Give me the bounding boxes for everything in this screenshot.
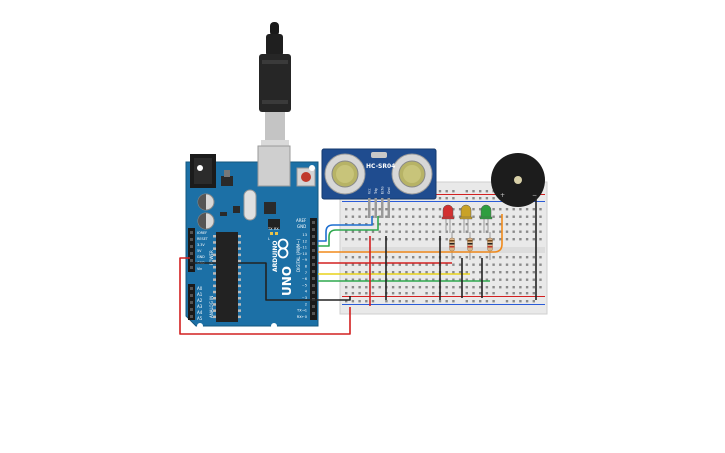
resistor-2[interactable] [467, 232, 473, 260]
power-pin-label: IOREF [197, 231, 207, 235]
power-pin-label: GND [197, 255, 205, 259]
arduino-uno-board[interactable]: TX RX L ARDUINO UNO DIGITAL (PWM~) POWER… [185, 145, 319, 329]
analog-pin-label: A2 [197, 298, 203, 303]
wire-trig-blue[interactable] [318, 216, 373, 242]
resistor-1[interactable] [449, 232, 455, 260]
digital-pin-label: RX←0 [297, 315, 308, 319]
sensor-pin-echo [381, 198, 384, 218]
atmega-chip [216, 232, 238, 322]
rx-label: RX [274, 227, 279, 231]
reset-button-cap[interactable] [301, 172, 311, 182]
sensor-pin-gnd [387, 198, 390, 218]
breadboard-center-channel [342, 247, 545, 253]
power-section-label: POWER [209, 250, 214, 265]
digital-pin-label: ~5 [302, 283, 307, 287]
digital-pin-label: ~11 [299, 246, 307, 250]
buzzer-minus-label: − [532, 192, 537, 199]
power-pin-label: 5V [197, 249, 202, 253]
digital-pin-label: 2 [305, 302, 307, 306]
wire-echo-green[interactable] [318, 216, 379, 247]
analog-pin-label: A1 [197, 292, 203, 297]
usb-cable-tip [270, 22, 279, 36]
buzzer-plus-label: + [500, 192, 505, 199]
sensor-model-label: HC-SR04 [366, 163, 395, 170]
analog-pin-label: A4 [197, 310, 203, 315]
power-header[interactable] [188, 228, 195, 272]
analog-section-label: ANALOG IN [209, 296, 214, 318]
digital-pin-label: 12 [302, 239, 307, 243]
sensor-pin-trig [374, 198, 377, 218]
digital-pin-label: ~6 [302, 277, 308, 281]
sensor-pin-vcc [368, 198, 371, 218]
power-pin-label: Vin [197, 267, 202, 271]
digital-pin-label: 4 [305, 290, 308, 294]
digital-header[interactable] [310, 218, 317, 320]
led-yellow[interactable] [459, 204, 473, 233]
digital-pin-label: TX→1 [296, 309, 307, 313]
analog-pin-label: A5 [197, 316, 203, 321]
sensor-pin-label: Gnd [387, 187, 391, 194]
usb-port-neck [261, 140, 289, 150]
resistor-group [449, 232, 493, 260]
resistor-3[interactable] [487, 232, 493, 260]
wire-buzzer-orange[interactable] [318, 214, 503, 253]
digital-pin-label: ~10 [299, 252, 307, 256]
pin-aref-label: AREF [296, 218, 307, 223]
usb-b-socket [257, 145, 291, 187]
usb-plug-body [259, 54, 291, 112]
arduino-brand-label: ARDUINO [272, 241, 279, 272]
usb-cable[interactable] [259, 22, 291, 150]
wire-gnd-black[interactable] [190, 262, 351, 301]
digital-pin-label: 8 [305, 265, 308, 269]
usb-cable-strain-relief [266, 34, 283, 56]
digital-pwm-label: DIGITAL (PWM~) [296, 238, 301, 272]
analog-pin-label: A3 [197, 304, 203, 309]
arduino-model-label: UNO [280, 266, 294, 296]
wire-5v-red[interactable] [179, 257, 351, 335]
sensor-pin-label: Vcc [368, 188, 372, 194]
led-green[interactable] [479, 204, 493, 233]
pin-gnd-label: GND [297, 224, 306, 229]
usb-plug-metal [265, 112, 285, 142]
wire-group [179, 196, 537, 335]
power-pin-label: 3.3V [197, 243, 205, 247]
sensor-crystal [371, 152, 387, 158]
power-pin-label: RESET [197, 237, 209, 241]
usb-interface-chip [264, 202, 276, 214]
digital-pin-label: ~9 [302, 258, 308, 262]
sensor-pin-label: Trig [374, 188, 378, 195]
digital-pin-label: ~3 [302, 296, 307, 300]
arduino-infinity-logo [277, 238, 289, 259]
sensor-pin-label: Echo [381, 186, 385, 194]
piezo-buzzer[interactable]: + − [491, 153, 545, 207]
crystal-oscillator [243, 189, 257, 221]
buzzer-center [514, 176, 522, 184]
digital-pin-label: 7 [305, 271, 307, 275]
digital-pin-label: 13 [302, 233, 307, 237]
analog-pin-label: A0 [197, 286, 203, 291]
icsp-header [268, 219, 280, 229]
led-group [441, 204, 493, 233]
tx-label: TX [267, 227, 273, 231]
led-red[interactable] [441, 204, 455, 233]
l-label: L [268, 237, 270, 241]
